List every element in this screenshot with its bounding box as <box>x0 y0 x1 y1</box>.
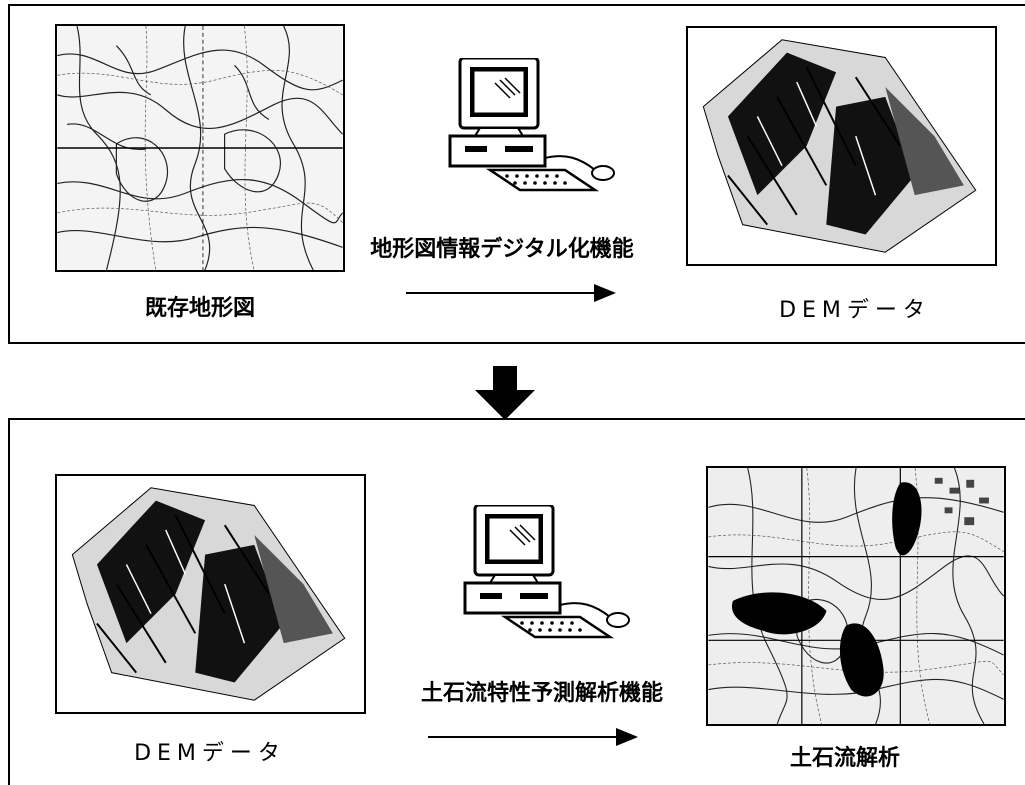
flow-arrow-line <box>406 292 596 294</box>
right-arrow-icon <box>616 728 638 746</box>
digitization-function-label: 地形図情報デジタル化機能 <box>370 237 634 262</box>
down-arrow-icon <box>475 366 535 420</box>
dem-data-caption-top: DEMデータ <box>779 298 931 323</box>
dem-data-caption-bottom: DEMデータ <box>134 741 286 766</box>
debris-flow-analysis-caption: 土石流解析 <box>789 746 900 771</box>
right-arrow-icon <box>594 284 616 302</box>
existing-map-caption: 既存地形図 <box>144 296 255 321</box>
topographic-map-image <box>55 24 345 272</box>
flow-arrow-line <box>428 736 618 738</box>
computer-icon <box>448 58 615 192</box>
computer-icon <box>463 505 630 639</box>
debris-flow-analysis-function-label: 土石流特性予測解析機能 <box>420 681 663 706</box>
debris-flow-analysis-map-image <box>706 466 1006 726</box>
dem-image <box>55 474 366 714</box>
dem-image <box>686 26 997 266</box>
